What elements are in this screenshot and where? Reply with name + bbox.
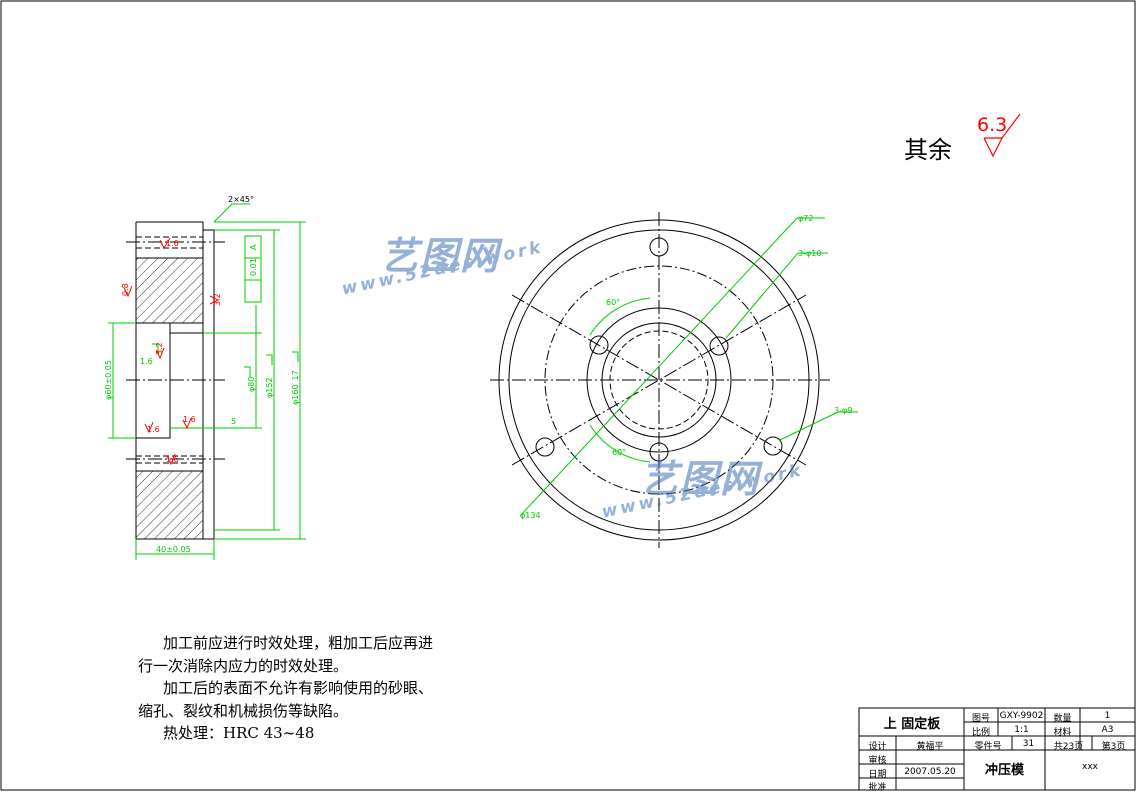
material-label: 材料: [1053, 728, 1072, 738]
designer: 黄福平: [916, 742, 944, 752]
pitch-dim: φ152: [265, 377, 274, 398]
roughness-5: 1.6: [166, 455, 179, 464]
page-number: 第3页: [1101, 742, 1126, 752]
note-line-3: 加工后的表面不允许有影响使用的砂眼、: [163, 679, 434, 697]
thickness-dim: 40±0.05: [156, 545, 191, 554]
watermark-2: 艺图网 www.52des.work: [600, 448, 806, 523]
hole-right-lower: [763, 436, 783, 456]
scale: 1:1: [1014, 725, 1029, 735]
technical-notes: 加工前应进行时效处理，粗加工后应再进 行一次消除内应力的时效处理。 加工后的表面…: [138, 632, 433, 745]
part-name: 上 固定板: [883, 717, 941, 732]
chamfer-label: 2×45°: [228, 195, 254, 204]
pitch-dia-dim: φ134: [520, 511, 541, 520]
bolt-circle-dim: φ72: [798, 214, 813, 223]
scale-label: 比例: [971, 728, 990, 738]
angle-a-dim: 60°: [606, 298, 620, 307]
drawing-no: GXY-9902: [999, 711, 1044, 721]
part-no: 31: [1022, 739, 1035, 749]
roughness-4: 1.6: [147, 425, 160, 434]
note-line-5: 热处理：HRC 43~48: [163, 724, 315, 742]
qty: 1: [1104, 711, 1111, 721]
outer-dim: φ160_17: [291, 370, 300, 405]
roughness-6: 1.6: [183, 415, 196, 424]
angle-b-dim: 60°: [612, 448, 626, 457]
surface-roughness-value: 6.3: [977, 114, 1007, 136]
roughness-2: 0.8: [121, 283, 130, 296]
drawing-no-label: 图号: [971, 714, 990, 724]
plan-view: [490, 212, 830, 548]
datum-label: A: [249, 244, 258, 250]
hole-left-upper: [589, 335, 609, 355]
section-roughness: [123, 237, 220, 466]
date: 2007.05.20: [904, 767, 956, 777]
note-line-4: 缩孔、裂纹和机械损伤等缺陷。: [138, 701, 349, 720]
watermark-1: 艺图网 www.52des.work: [340, 225, 546, 300]
plan-dimensions: [519, 217, 858, 517]
date-label: 日期: [868, 770, 887, 780]
roughness-8: 3.2: [213, 293, 222, 306]
watermark-brand-2: 艺图网: [640, 457, 761, 501]
holes-b-dim: 3-φ9: [834, 406, 852, 415]
roughness-1: 1.6: [166, 239, 179, 248]
section-view: [126, 221, 225, 540]
title-block-grid: [858, 707, 1136, 791]
material: A3: [1101, 725, 1114, 735]
bore-dim: φ60±0.05: [104, 360, 113, 400]
flatness-value: 0.01: [249, 258, 258, 276]
section-text: 2×45° 0.01 A φ60±0.05 φ80 φ152 φ160_17 4…: [104, 195, 300, 554]
section-hatch-bottom: [135, 470, 204, 540]
holes-a-dim: 3-φ10: [798, 249, 821, 258]
approve-label: 批准: [868, 783, 887, 793]
hole-right-upper: [709, 336, 729, 356]
assembly-name: 冲压模: [984, 763, 1024, 778]
section-dimensions: [108, 203, 306, 560]
roughness-7: 1.6: [140, 357, 153, 366]
note-line-1: 加工前应进行时效处理，粗加工后应再进: [163, 634, 434, 652]
designer-label: 设计: [868, 742, 887, 752]
plan-text: φ72 3-φ10 3-φ9 60° 60° φ134: [520, 214, 852, 520]
inner-step-dim: φ80: [247, 377, 256, 392]
section-hatch-top: [135, 257, 204, 324]
watermark-brand: 艺图网: [380, 234, 501, 278]
roughness-3: 3.2: [155, 342, 164, 355]
step-depth-dim: 5: [231, 417, 236, 426]
company: xxx: [1082, 762, 1098, 772]
surface-remainder-label: 其余: [904, 136, 952, 164]
hole-left-lower: [535, 437, 555, 457]
review-label: 审核: [868, 756, 887, 766]
qty-label: 数量: [1053, 714, 1072, 724]
part-no-label: 零件号: [974, 742, 1002, 752]
surface-roughness-symbol: [983, 113, 1021, 158]
note-line-2: 行一次消除内应力的时效处理。: [138, 656, 349, 675]
total-pages: 共23页: [1053, 742, 1084, 752]
